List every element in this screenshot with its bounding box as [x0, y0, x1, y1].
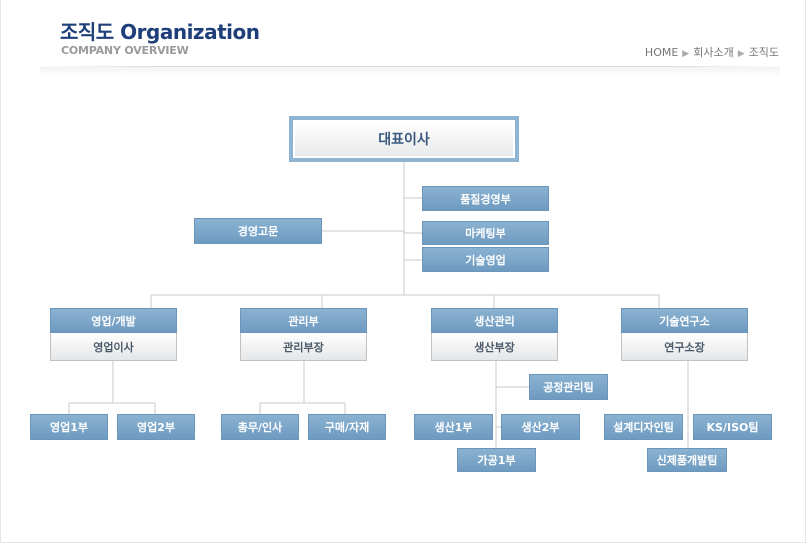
ceo-label: 대표이사	[295, 122, 513, 156]
team-sales-2: 영업2부	[117, 414, 195, 440]
page-subtitle: COMPANY OVERVIEW	[61, 44, 189, 57]
breadcrumb: HOME▶회사소개▶조직도	[645, 44, 779, 60]
team-purchasing: 구매/자재	[308, 414, 386, 440]
team-general-affairs: 총무/인사	[221, 414, 299, 440]
breadcrumb-current: 조직도	[748, 46, 779, 59]
breadcrumb-arrow-icon: ▶	[737, 49, 745, 59]
node-marketing: 마케팅부	[422, 221, 549, 245]
breadcrumb-arrow-icon: ▶	[682, 49, 690, 59]
team-production-1: 생산1부	[414, 414, 493, 440]
team-design: 설계디자인팀	[604, 414, 683, 440]
node-quality-management: 품질경영부	[422, 186, 549, 211]
team-new-product-dev: 신제품개발팀	[647, 448, 727, 472]
header-shadow	[40, 67, 780, 77]
node-tech-sales: 기술영업	[422, 247, 549, 272]
team-sales-1: 영업1부	[30, 414, 108, 440]
team-ks-iso: KS/ISO팀	[693, 414, 772, 440]
division-admin-head: 관리부장	[240, 333, 367, 361]
team-production-2: 생산2부	[501, 414, 580, 440]
division-production-head: 생산부장	[431, 333, 558, 361]
division-production: 생산관리	[431, 308, 558, 333]
node-management-advisor: 경영고문	[194, 218, 322, 244]
division-admin: 관리부	[240, 308, 367, 333]
division-sales-dev-head: 영업이사	[50, 333, 177, 361]
division-research-head: 연구소장	[621, 333, 748, 361]
breadcrumb-company[interactable]: 회사소개	[693, 46, 734, 59]
ceo-node: 대표이사	[289, 116, 519, 162]
page-title: 조직도 Organization	[60, 20, 260, 44]
division-sales-dev: 영업/개발	[50, 308, 177, 333]
breadcrumb-home[interactable]: HOME	[644, 46, 679, 59]
team-machining-1: 가공1부	[457, 448, 536, 472]
team-process-management: 공정관리팀	[529, 374, 608, 400]
header-divider	[40, 66, 780, 67]
division-research: 기술연구소	[621, 308, 748, 333]
